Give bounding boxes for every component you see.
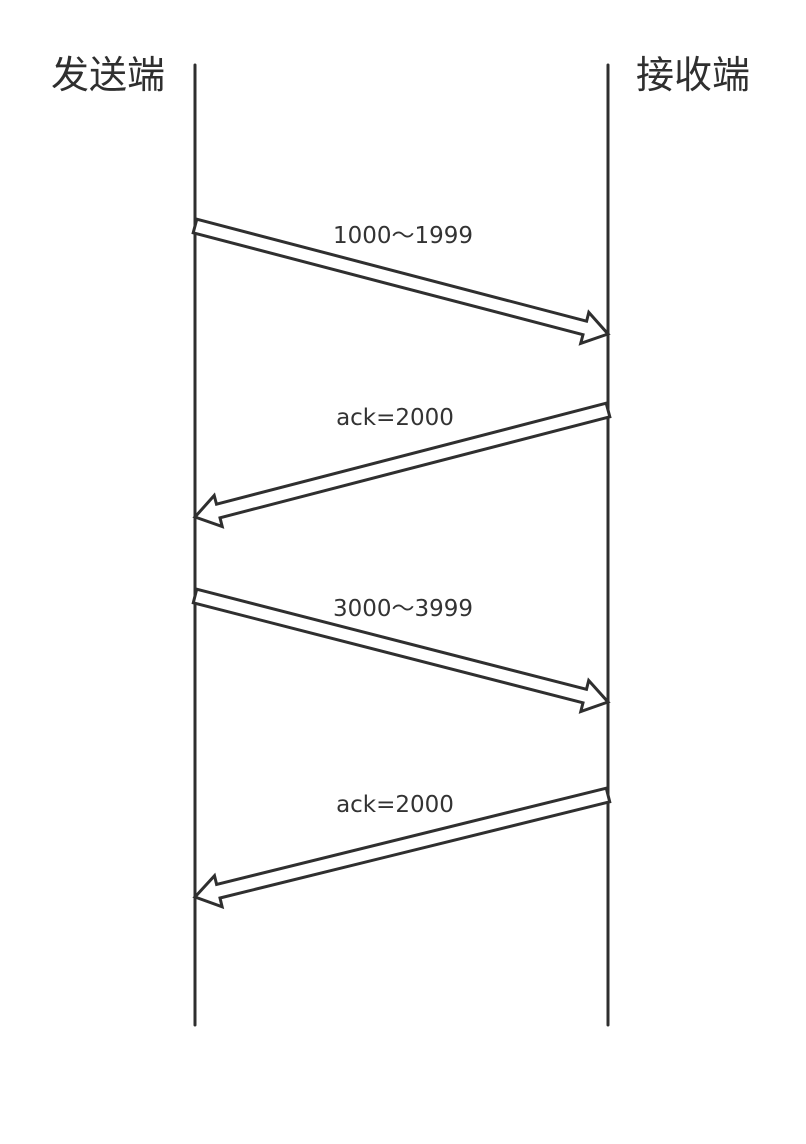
participant-receiver-label: 接收端 <box>636 53 750 97</box>
message-arrow-4 <box>192 786 612 910</box>
message-label-2: ack=2000 <box>336 405 454 431</box>
message-label-4: ack=2000 <box>336 792 454 818</box>
message-label-1: 1000～1999 <box>333 223 473 249</box>
message-arrow-3 <box>191 587 611 714</box>
message-arrow-2 <box>192 401 612 529</box>
message-label-3: 3000～3999 <box>333 596 473 622</box>
participant-sender-label: 发送端 <box>51 53 165 97</box>
message-arrow-1 <box>191 217 611 346</box>
